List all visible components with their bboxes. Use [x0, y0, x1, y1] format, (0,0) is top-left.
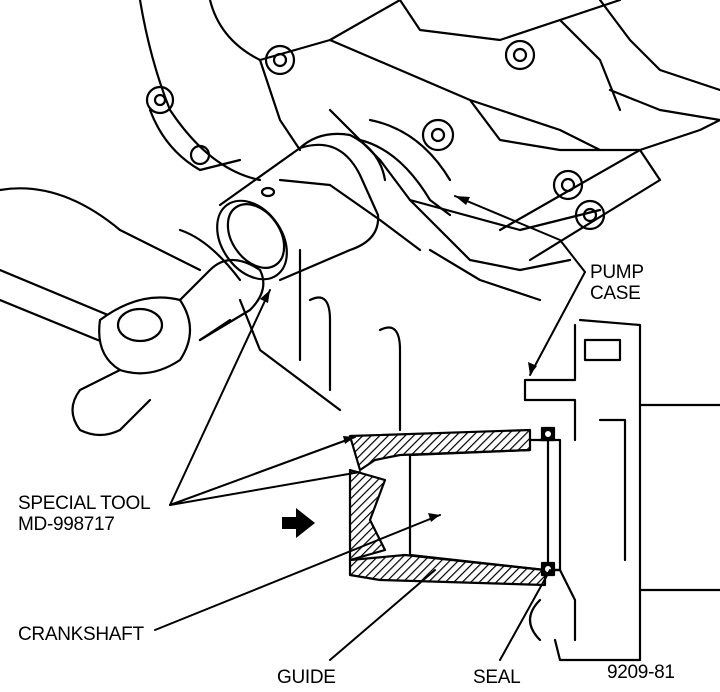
- leader-lines: [154, 195, 586, 661]
- direction-arrow-icon: [282, 508, 315, 538]
- bolt-icon: [504, 39, 536, 71]
- engine-block: [0, 0, 720, 432]
- hammer: [0, 258, 265, 437]
- label-crankshaft: CRANKSHAFT: [18, 624, 144, 645]
- bolt-icon: [189, 144, 211, 166]
- label-special-tool: SPECIAL TOOL MD-998717: [18, 493, 151, 535]
- label-guide: GUIDE: [277, 667, 336, 688]
- pump-case-section: [518, 318, 720, 662]
- special-tool-top-view: [216, 132, 387, 282]
- figure-number: 9209-81: [607, 662, 675, 683]
- arrowheads: [260, 196, 537, 522]
- guide-section: [348, 428, 550, 587]
- bolt-icon: [264, 44, 296, 76]
- bolt-icon: [421, 118, 455, 152]
- label-seal: SEAL: [473, 667, 521, 688]
- label-pump-case: PUMP CASE: [590, 262, 644, 304]
- bolt-icon: [145, 85, 175, 115]
